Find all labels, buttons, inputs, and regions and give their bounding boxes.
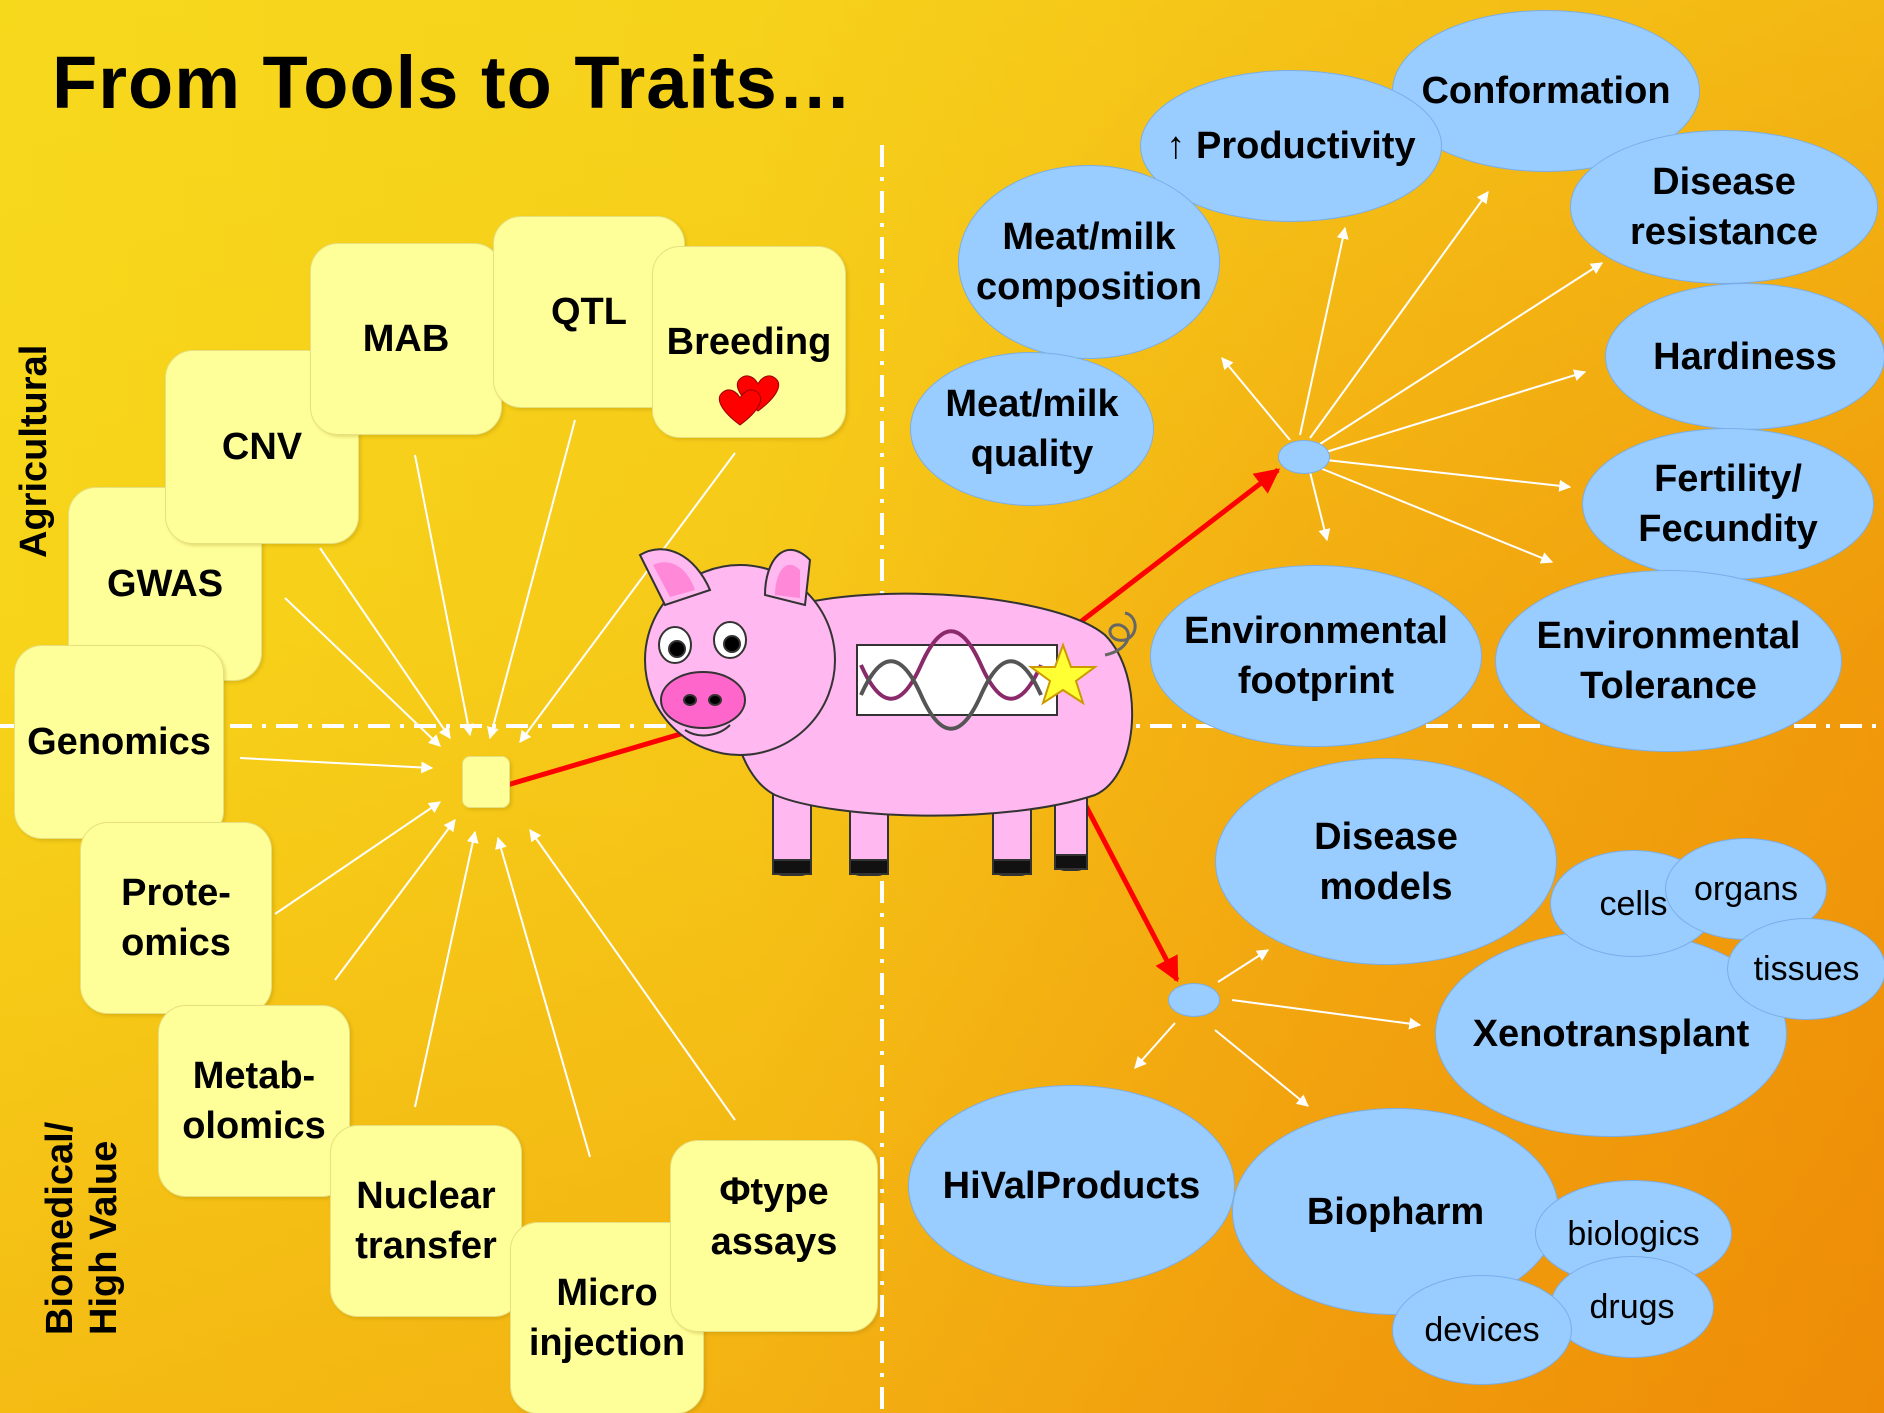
tools-hub: [462, 756, 510, 808]
tool-label: Metab- olomics: [182, 1055, 326, 1147]
tool-genomics: Genomics: [14, 645, 224, 839]
ag-spokes: [1221, 191, 1604, 564]
trait-label: cells: [1599, 884, 1668, 923]
tool-phitype-assays: Φtype assays: [670, 1140, 878, 1332]
trait-fertility-fecundity: Fertility/ Fecundity: [1582, 428, 1874, 580]
tool-label: Φtype assays: [710, 1171, 838, 1263]
trait-label: drugs: [1589, 1288, 1675, 1326]
trait-label: tissues: [1753, 950, 1860, 988]
trait-label: Meat/milk quality: [945, 383, 1119, 475]
tool-label: MAB: [362, 318, 450, 360]
section-label-agricultural: Agricultural: [13, 344, 55, 558]
tool-label: Breeding: [666, 321, 832, 363]
trait-hivalproducts: HiValProducts: [908, 1085, 1235, 1287]
trait-environmental-footprint: Environmental footprint: [1150, 565, 1482, 747]
trait-label: HiValProducts: [942, 1165, 1201, 1207]
trait-label: Biopharm: [1306, 1190, 1485, 1233]
bio-spokes: [1134, 949, 1422, 1107]
tool-label: Micro injection: [528, 1272, 686, 1364]
trait-disease-models: Disease models: [1215, 758, 1557, 965]
tool-micro-injection: Micro injection: [510, 1222, 704, 1413]
tool-arrows: [239, 419, 736, 1158]
trait-hardiness: Hardiness: [1605, 283, 1884, 430]
trait-meat-milk-composition: Meat/milk composition: [958, 165, 1220, 359]
tool-metabolomics: Metab- olomics: [158, 1005, 350, 1197]
trait-label: ↑ Productivity: [1166, 125, 1416, 167]
trait-label: Disease resistance: [1629, 161, 1818, 253]
section-label-biomedical: Biomedical/ High Value: [39, 1121, 125, 1335]
trait-label: Environmental Tolerance: [1536, 615, 1801, 707]
hearts-icon: [718, 375, 780, 426]
trait-tissues: tissues: [1727, 918, 1884, 1020]
trait-label: Fertility/ Fecundity: [1638, 458, 1818, 550]
trait-label: Disease models: [1314, 815, 1458, 908]
tool-mab: MAB: [310, 243, 502, 435]
trait-meat-milk-quality: Meat/milk quality: [910, 352, 1154, 506]
trait-label: Conformation: [1421, 70, 1671, 112]
pig-illustration: [638, 548, 1137, 876]
trait-productivity: ↑ Productivity: [1140, 70, 1442, 222]
trait-label: Xenotransplant: [1472, 1012, 1750, 1055]
trait-disease-resistance: Disease resistance: [1570, 130, 1878, 284]
tool-proteomics: Prote- omics: [80, 822, 272, 1014]
tool-label: Genomics: [27, 721, 211, 763]
tool-label: Nuclear transfer: [355, 1175, 497, 1267]
trait-label: Hardiness: [1653, 335, 1837, 378]
trait-biologics: biologics: [1535, 1180, 1732, 1287]
tool-label: Prote- omics: [121, 872, 231, 964]
trait-label: biologics: [1567, 1214, 1700, 1253]
trait-drugs: drugs: [1550, 1256, 1714, 1358]
tool-label: CNV: [221, 426, 303, 468]
tool-label: GWAS: [106, 563, 224, 605]
trait-label: devices: [1424, 1311, 1540, 1349]
trait-conformation: Conformation: [1392, 10, 1700, 172]
bio-traits-hub: [1168, 983, 1220, 1017]
page-title: From Tools to Traits…: [52, 41, 853, 124]
trait-label: Environmental footprint: [1184, 610, 1448, 702]
trait-label: Meat/milk composition: [976, 216, 1202, 308]
tool-label: QTL: [551, 291, 627, 333]
trait-label: organs: [1694, 870, 1798, 908]
trait-devices: devices: [1392, 1275, 1572, 1385]
tool-nuclear-transfer: Nuclear transfer: [330, 1125, 522, 1317]
trait-environmental-tolerance: Environmental Tolerance: [1495, 570, 1842, 752]
ag-traits-hub: [1278, 440, 1330, 474]
